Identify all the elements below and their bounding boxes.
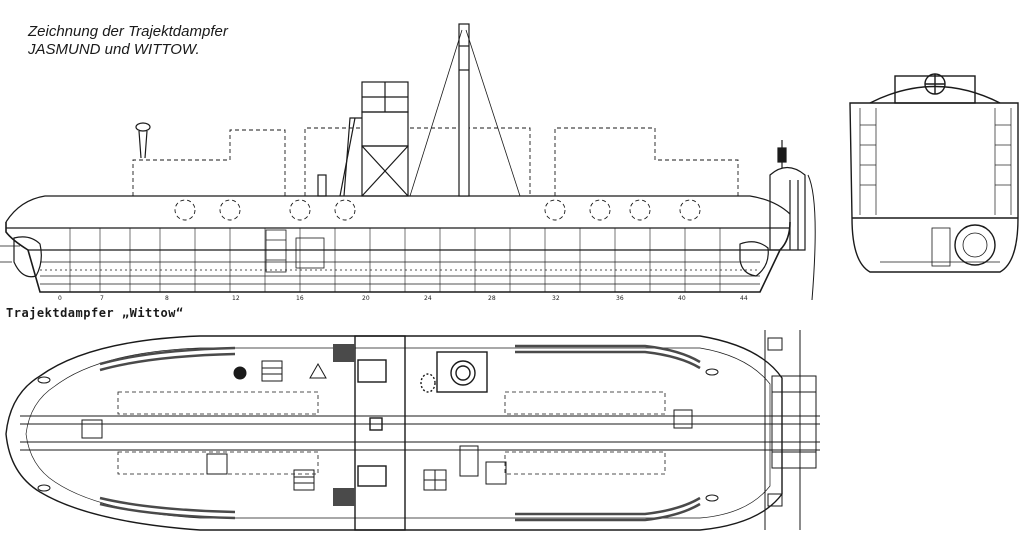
frame-label: 44 bbox=[740, 295, 748, 302]
deck-line bbox=[5, 195, 791, 223]
caption-line-1: Zeichnung der Trajektdampfer bbox=[28, 23, 228, 40]
bow-tower bbox=[769, 140, 816, 301]
frame-label: 20 bbox=[362, 295, 370, 302]
frame-label: 8 bbox=[165, 295, 169, 302]
frame-number-labels: 0 7 8 12 16 20 24 28 32 36 40 44 bbox=[58, 295, 748, 302]
bollards bbox=[37, 368, 719, 502]
ventilator bbox=[135, 122, 151, 159]
midship-deckhouse bbox=[333, 335, 406, 531]
wagon-outlines bbox=[132, 127, 739, 221]
frame-label: 36 bbox=[616, 295, 624, 302]
cross-section-view bbox=[849, 73, 1019, 273]
frame-label: 28 bbox=[488, 295, 496, 302]
section-engine bbox=[931, 227, 951, 267]
caption-line-2: JASMUND und WITTOW. bbox=[28, 41, 200, 58]
stern-rudder bbox=[0, 236, 769, 278]
side-elevation-view: 0 7 8 12 16 20 24 28 32 36 40 44 bbox=[0, 23, 816, 302]
hull-outline bbox=[5, 221, 791, 293]
hull-frames bbox=[69, 228, 721, 292]
frame-label: 40 bbox=[678, 295, 686, 302]
section-boiler bbox=[954, 224, 996, 266]
deck-wagon-outlines bbox=[117, 391, 666, 475]
rail-tracks bbox=[20, 415, 820, 451]
deck-hatches bbox=[81, 360, 693, 491]
frame-label: 16 bbox=[296, 295, 304, 302]
frame-label: 7 bbox=[100, 295, 104, 302]
drawing-caption: Zeichnung der Trajektdampfer JASMUND und… bbox=[28, 23, 228, 59]
frame-label: 12 bbox=[232, 295, 240, 302]
transfer-bridge bbox=[764, 330, 817, 530]
frame-label: 24 bbox=[424, 295, 432, 302]
plan-view bbox=[5, 330, 820, 531]
deck-outline bbox=[5, 335, 783, 531]
engine-casing bbox=[317, 81, 409, 197]
frame-label: 32 bbox=[552, 295, 560, 302]
funnel-hatch bbox=[420, 351, 488, 393]
ship-name-label: Trajektdampfer „Wittow“ bbox=[6, 306, 184, 320]
gunwale-shading bbox=[99, 344, 701, 522]
section-side-ladders bbox=[859, 108, 1012, 215]
machinery-hints bbox=[40, 229, 760, 273]
section-hull bbox=[849, 102, 1019, 273]
funnel bbox=[409, 23, 521, 197]
frame-label: 0 bbox=[58, 295, 62, 302]
